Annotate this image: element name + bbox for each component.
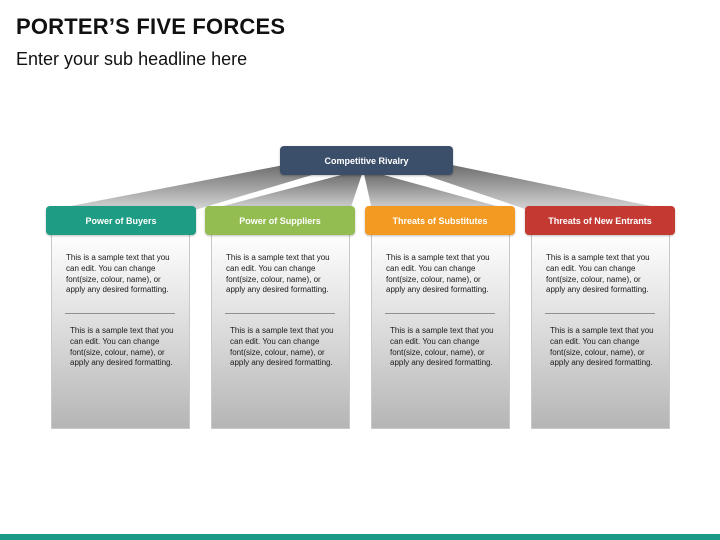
bottom-accent-bar — [0, 534, 720, 540]
page-title: PORTER’S FIVE FORCES — [16, 14, 286, 39]
column-divider — [65, 313, 175, 314]
column-divider — [225, 313, 335, 314]
connector-fan-buyers — [50, 165, 312, 210]
column-text-2: This is a sample text that you can edit.… — [390, 326, 494, 368]
column-text-2: This is a sample text that you can edit.… — [230, 326, 334, 368]
column-text-1: This is a sample text that you can edit.… — [386, 253, 490, 295]
connector-fan-substitutes — [364, 174, 511, 210]
column-text-1: This is a sample text that you can edit.… — [226, 253, 330, 295]
column-divider — [385, 313, 495, 314]
connector-fan-new-entrants — [425, 165, 670, 210]
column-text-2: This is a sample text that you can edit.… — [70, 326, 174, 368]
column-text-1: This is a sample text that you can edit.… — [66, 253, 170, 295]
header-threats-of-substitutes: Threats of Substitutes — [365, 206, 515, 235]
column-panel-substitutes — [371, 232, 510, 429]
competitive-rivalry-box: Competitive Rivalry — [280, 146, 453, 175]
connector-fan-suppliers — [208, 174, 362, 210]
column-text-2: This is a sample text that you can edit.… — [550, 326, 654, 368]
column-text-1: This is a sample text that you can edit.… — [546, 253, 650, 295]
column-divider — [545, 313, 655, 314]
header-threats-of-new-entrants: Threats of New Entrants — [525, 206, 675, 235]
column-panel-suppliers — [211, 232, 350, 429]
header-power-of-suppliers: Power of Suppliers — [205, 206, 355, 235]
page-subtitle: Enter your sub headline here — [16, 49, 248, 69]
header-power-of-buyers: Power of Buyers — [46, 206, 196, 235]
column-panel-new-entrants — [531, 232, 670, 429]
